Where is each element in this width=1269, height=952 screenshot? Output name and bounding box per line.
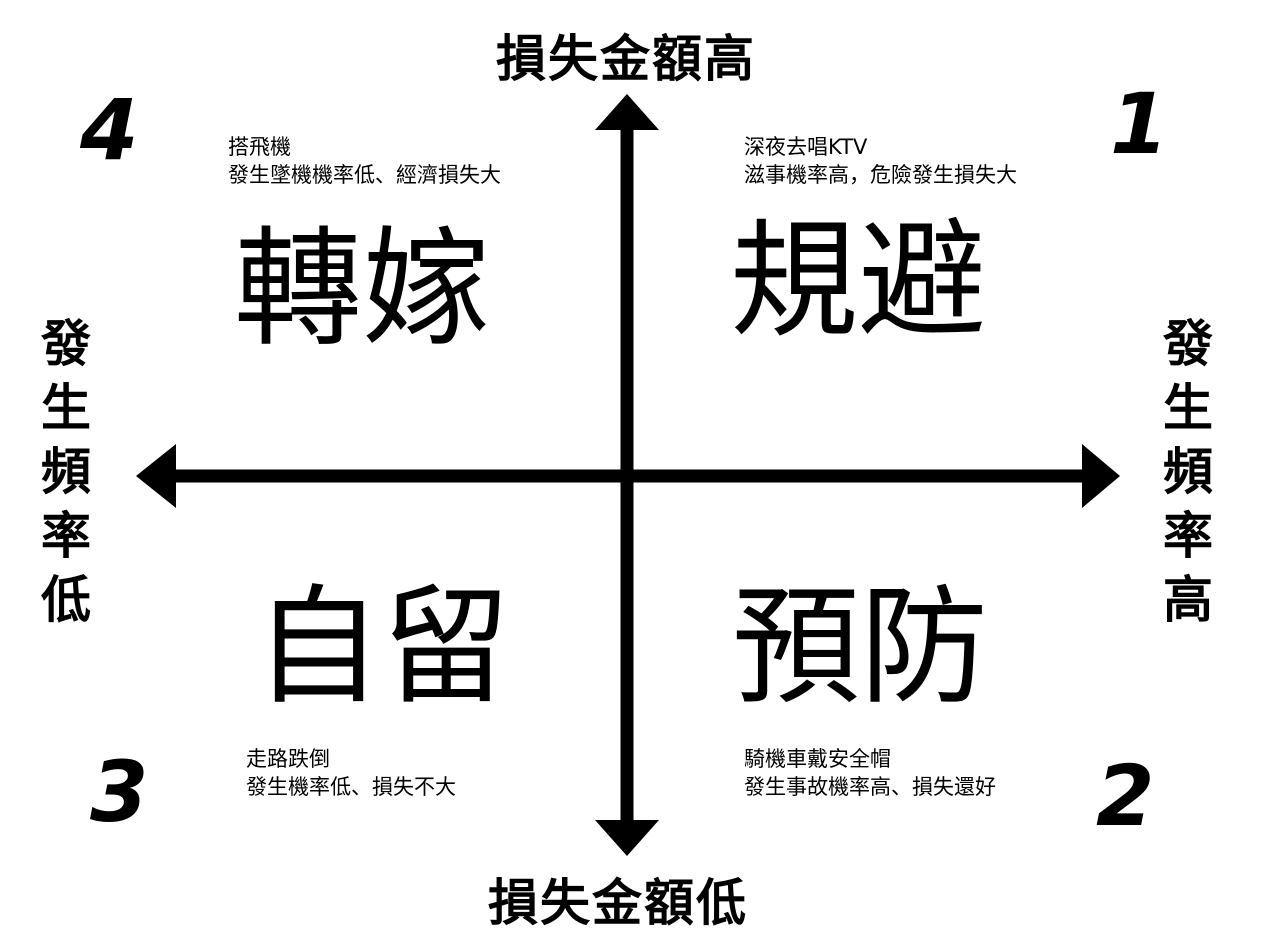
quadrant-4-strategy: 轉嫁 (234, 215, 491, 364)
quadrant-2-number: 2 (1096, 747, 1155, 845)
arrow-down-icon (595, 820, 659, 856)
quadrant-3-example: 走路跌倒 (246, 747, 330, 771)
quadrant-2-note: 發生事故機率高、損失還好 (744, 775, 996, 799)
axis-label-left: 發 生 頻 率 低 (41, 315, 91, 629)
arrow-left-icon (136, 444, 176, 508)
quadrant-3-note: 發生機率低、損失不大 (246, 775, 456, 799)
quadrant-1-note: 滋事機率高，危險發生損失大 (744, 163, 1017, 187)
axis-label-right: 發 生 頻 率 高 (1163, 315, 1213, 629)
quadrant-1-number: 1 (1110, 75, 1169, 173)
quadrant-1-example: 深夜去唱KTV (744, 135, 868, 159)
quadrant-4-number: 4 (80, 81, 139, 179)
axis-label-top: 損失金額高 (496, 30, 756, 88)
quadrant-4-note: 發生墜機機率低、經濟損失大 (228, 163, 501, 187)
quadrant-3-strategy: 自留 (254, 573, 511, 722)
quadrant-2-example: 騎機車戴安全帽 (744, 747, 891, 771)
quadrant-3-number: 3 (90, 743, 149, 841)
quadrant-2-strategy: 預防 (732, 573, 989, 722)
quadrant-4-example: 搭飛機 (228, 135, 291, 159)
arrow-up-icon (595, 94, 659, 130)
quadrant-1-strategy: 規避 (730, 207, 987, 356)
arrow-right-icon (1082, 444, 1120, 508)
axis-label-bottom: 損失金額低 (488, 874, 748, 932)
